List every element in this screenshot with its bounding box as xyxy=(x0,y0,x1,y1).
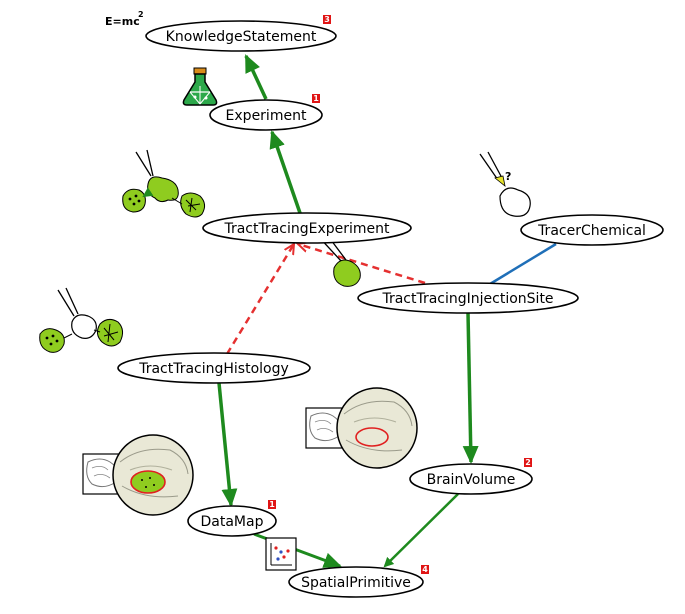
edge-histology-to-data-map xyxy=(217,382,238,507)
edge-injection-site-to-experiment xyxy=(298,244,426,285)
node-data-map[interactable]: DataMap 1 xyxy=(187,500,277,537)
badge xyxy=(312,94,320,103)
injection-site-icon xyxy=(317,231,361,287)
formula-exponent: 2 xyxy=(138,10,144,19)
edge-tract-tracing-experiment-to-experiment xyxy=(269,130,302,214)
node-label: TractTracingInjectionSite xyxy=(381,291,553,307)
edge-histology-to-experiment xyxy=(225,244,294,355)
badge xyxy=(323,15,331,24)
formula-text: E=mc xyxy=(105,15,140,28)
injection-experiment-icon xyxy=(122,149,206,218)
scatter-plot-icon xyxy=(265,537,297,571)
brain-atlas-icon-right xyxy=(305,387,418,469)
node-label: SpatialPrimitive xyxy=(301,575,411,591)
badge-count: 4 xyxy=(422,565,428,574)
node-tract-tracing-experiment[interactable]: TractTracingExperiment xyxy=(202,212,412,244)
brain-atlas-icon-left xyxy=(82,434,194,516)
node-label: Experiment xyxy=(226,108,307,124)
node-tract-tracing-histology[interactable]: TractTracingHistology xyxy=(117,352,311,384)
badge-count: 3 xyxy=(324,15,330,24)
badge-count: 2 xyxy=(525,458,531,467)
edge-experiment-to-knowledge-statement xyxy=(244,54,268,100)
badge xyxy=(524,458,532,467)
edges xyxy=(217,54,557,568)
node-label: BrainVolume xyxy=(427,472,516,488)
node-tract-tracing-injection-site[interactable]: TractTracingInjectionSite xyxy=(357,282,579,314)
badge-count: 1 xyxy=(269,500,275,509)
histology-icon xyxy=(39,287,124,353)
node-label: TractTracingExperiment xyxy=(223,221,390,237)
node-tracer-chemical[interactable]: TracerChemical xyxy=(520,214,664,246)
node-brain-volume[interactable]: BrainVolume 2 xyxy=(409,458,533,495)
edge-brain-volume-to-spatial-primitive xyxy=(383,493,459,568)
formula-icon: E=mc 2 xyxy=(105,10,144,28)
node-label: TracerChemical xyxy=(537,223,646,239)
node-spatial-primitive[interactable]: SpatialPrimitive 4 xyxy=(288,565,429,598)
badge xyxy=(421,565,429,574)
node-experiment[interactable]: Experiment 1 xyxy=(209,94,323,131)
node-label: TractTracingHistology xyxy=(138,361,289,377)
edge-tracer-chemical-to-injection-site xyxy=(489,242,557,286)
badge xyxy=(268,500,276,509)
flask-icon xyxy=(182,67,218,106)
node-label: DataMap xyxy=(201,514,264,530)
node-label: KnowledgeStatement xyxy=(166,29,317,45)
badge-count: 1 xyxy=(313,94,319,103)
tracer-chemical-icon: ? xyxy=(479,151,531,217)
tracer-question-mark: ? xyxy=(505,170,511,183)
node-knowledge-statement[interactable]: KnowledgeStatement 3 xyxy=(145,15,337,52)
edge-injection-site-to-brain-volume xyxy=(462,312,479,464)
